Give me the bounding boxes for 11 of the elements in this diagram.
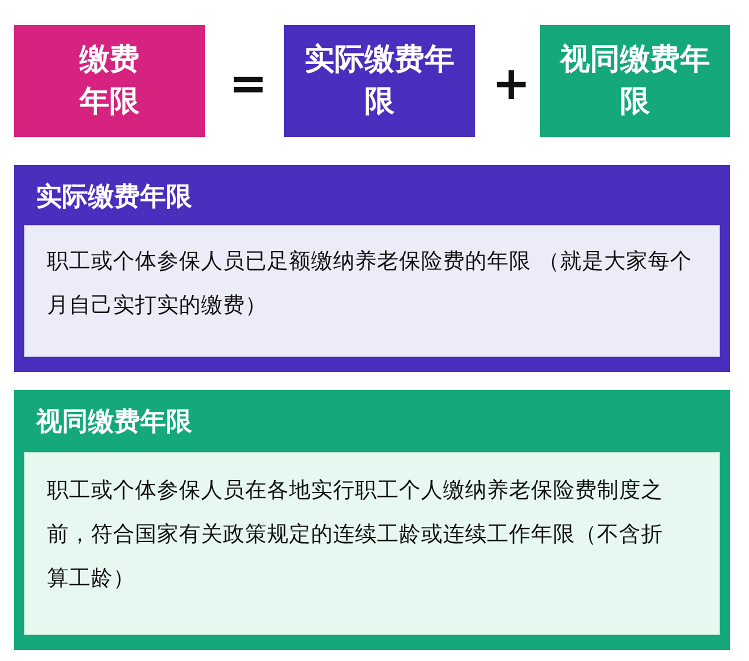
- operator-sign: =: [229, 60, 268, 106]
- definition-panel: [14, 165, 730, 372]
- term-box: 缴费年限: [14, 25, 205, 137]
- definition-text: 职工或个体参保人员已足额缴纳养老保险费的年限 （就是大家每个月自己实打实的缴费）: [24, 225, 720, 357]
- panel-heading: 视同缴费年限: [36, 406, 192, 439]
- operator-sign: +: [492, 60, 531, 106]
- definition-text: 职工或个体参保人员在各地实行职工个人缴纳养老保险费制度之前，符合国家有关政策规定的连续工龄或连续工作年限（不含折算工龄）: [24, 452, 720, 635]
- panel-heading: 实际缴费年限: [36, 181, 192, 214]
- definition-panel: [14, 390, 730, 650]
- term-box: 实际缴费年限: [284, 25, 475, 137]
- term-box: 视同缴费年限: [540, 25, 730, 137]
